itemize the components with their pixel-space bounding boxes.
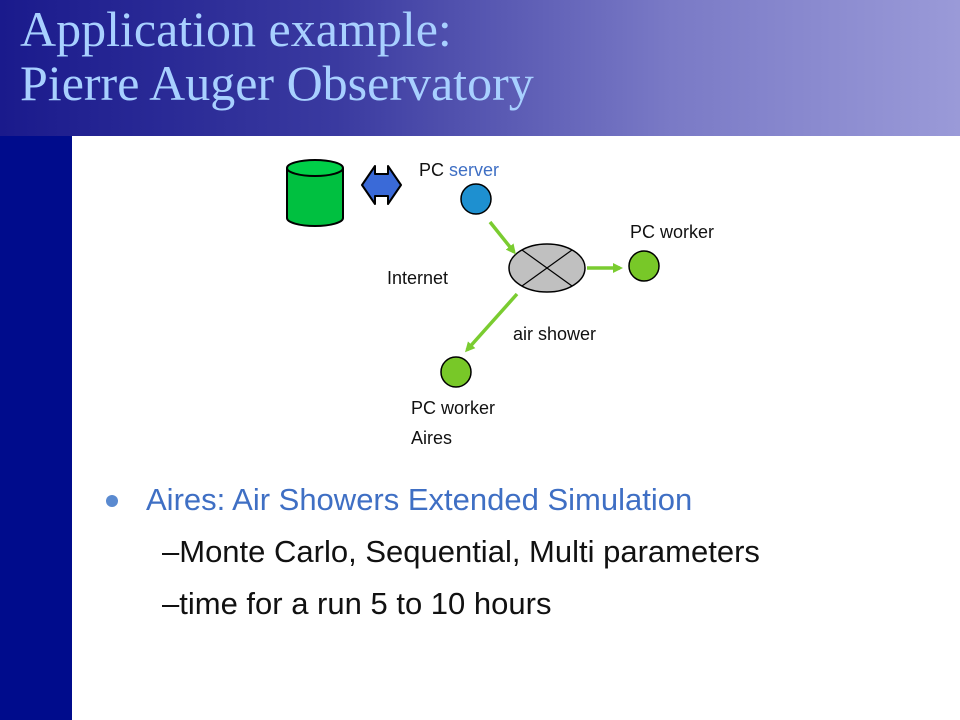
internet-hub-icon <box>508 243 586 293</box>
arrow-server-to-internet <box>488 220 516 255</box>
double-arrow-icon <box>361 165 402 205</box>
air-shower-label: air shower <box>513 324 596 344</box>
title-line-1: Application example: <box>20 1 452 57</box>
bullet-sub-1: –Monte Carlo, Sequential, Multi paramete… <box>162 534 760 569</box>
bullet-main: Aires: Air Showers Extended Simulation <box>104 478 760 522</box>
internet-label: Internet <box>387 268 448 288</box>
pc-worker-bottom-label-2: Aires <box>411 428 452 448</box>
pc-server-prefix: PC <box>419 160 449 180</box>
pc-worker-bottom-label-1: PC worker <box>411 398 495 418</box>
bullet-list: Aires: Air Showers Extended Simulation –… <box>104 478 760 626</box>
title-bar: Application example: Pierre Auger Observ… <box>0 0 960 136</box>
database-icon <box>286 159 344 227</box>
title-line-2: Pierre Auger Observatory <box>20 55 534 111</box>
pc-worker-right-label: PC worker <box>630 222 714 242</box>
page-title: Application example: Pierre Auger Observ… <box>20 2 534 110</box>
arrow-internet-to-worker-bottom <box>465 292 519 353</box>
pc-server-node <box>460 183 492 215</box>
bullet-dot-icon <box>106 495 118 507</box>
bullet-sub-2: –time for a run 5 to 10 hours <box>162 586 552 621</box>
bullet-main-text: Aires: Air Showers Extended Simulation <box>146 482 693 517</box>
pc-server-label: PC server <box>419 160 499 180</box>
pc-server-accent: server <box>449 160 499 180</box>
pc-worker-bottom-node <box>440 356 472 388</box>
pc-worker-right-node <box>628 250 660 282</box>
